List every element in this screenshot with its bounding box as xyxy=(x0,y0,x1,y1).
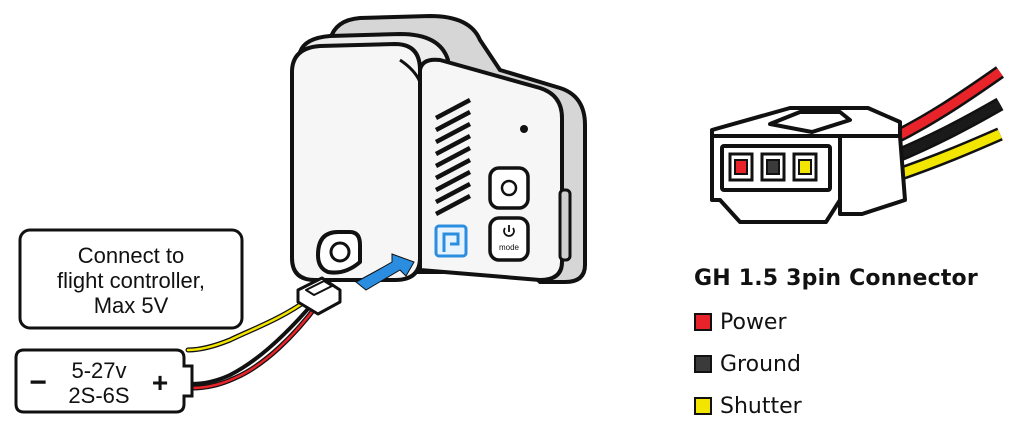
shutter-button[interactable] xyxy=(488,166,530,210)
power-icon xyxy=(503,225,515,237)
cable-connector xyxy=(296,276,342,316)
camera-port xyxy=(434,224,468,258)
cable-bundle xyxy=(185,295,321,391)
mode-button[interactable]: mode xyxy=(488,216,530,262)
status-led xyxy=(520,125,528,133)
connector-latch xyxy=(768,110,852,134)
power-swatch xyxy=(694,313,712,331)
callout-line-1: Connect to xyxy=(78,243,184,268)
pin-ground xyxy=(766,159,780,175)
insert-arrow xyxy=(355,253,415,291)
shutter-icon xyxy=(500,179,518,197)
voltage-range: 5-27v xyxy=(71,358,126,383)
legend-label: Shutter xyxy=(720,393,802,419)
vent-grille xyxy=(434,98,472,216)
black-wire xyxy=(188,300,316,386)
shutter-swatch xyxy=(694,397,712,415)
mount-hole xyxy=(329,241,351,263)
legend-item-power: Power xyxy=(694,301,994,343)
pin-legend: GH 1.5 3pin Connector Power Ground Shutt… xyxy=(694,266,994,427)
gh-connector-illustration xyxy=(710,66,1005,224)
connector-side xyxy=(838,134,907,216)
pin-power xyxy=(734,159,748,175)
camera-seam xyxy=(399,58,422,83)
pin-shutter xyxy=(798,159,812,175)
cell-range: 2S-6S xyxy=(68,383,129,408)
mode-label: mode xyxy=(499,243,520,252)
legend-label: Ground xyxy=(720,351,801,377)
legend-title: GH 1.5 3pin Connector xyxy=(694,266,978,291)
minus-sign: − xyxy=(29,366,47,399)
camera-unit xyxy=(290,14,587,284)
legend-item-ground: Ground xyxy=(694,343,994,385)
connector-wires xyxy=(886,66,1005,183)
camera-side-rail xyxy=(558,188,572,262)
connector-pins xyxy=(728,152,818,182)
callout-line-2: flight controller, xyxy=(57,268,205,293)
legend-label: Power xyxy=(720,309,787,335)
flight-controller-callout: Connect to flight controller, Max 5V xyxy=(18,228,244,330)
power-callout-box xyxy=(14,348,194,414)
power-callout: − 5-27v 2S-6S + xyxy=(14,348,194,414)
legend-item-shutter: Shutter xyxy=(694,385,994,427)
plus-sign: + xyxy=(152,367,168,398)
callout-line-3: Max 5V xyxy=(94,293,169,318)
ground-swatch xyxy=(694,355,712,373)
